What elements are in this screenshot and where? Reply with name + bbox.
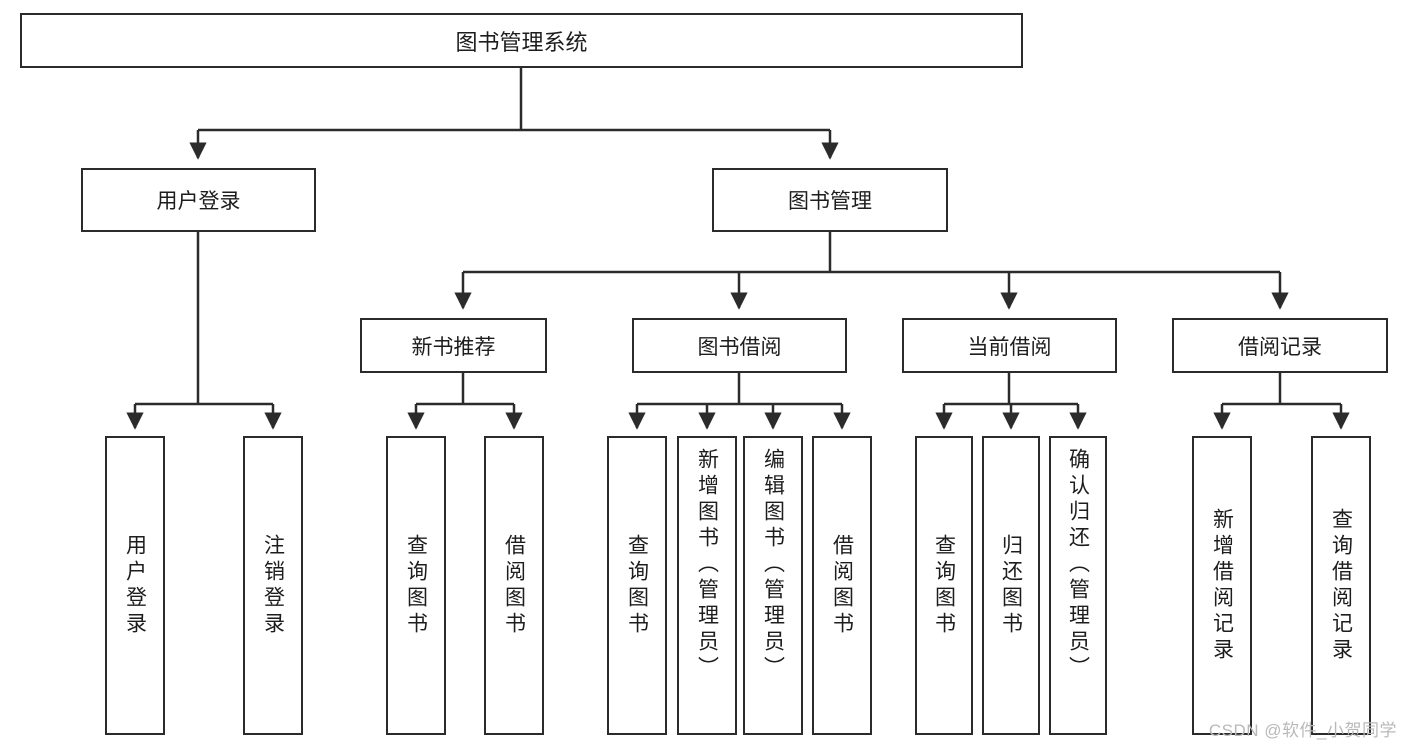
node-label: 图书管理 <box>788 190 872 213</box>
node-book-management[interactable]: 图书管理 <box>712 168 948 232</box>
node-label: 查询图书 <box>625 533 649 638</box>
node-label: 归还图书 <box>999 533 1023 638</box>
leaf-text-wrap: 查询借阅记录 <box>1329 438 1353 733</box>
leaf-node-user-logout[interactable]: 注销登录 <box>243 436 303 735</box>
leaf-text-wrap: 用户登录 <box>123 438 147 733</box>
leaf-text-wrap: 确认归还（管理员） <box>1066 438 1090 733</box>
node-root-book-management-system[interactable]: 图书管理系统 <box>20 13 1023 68</box>
leaf-text-wrap: 查询图书 <box>625 438 649 733</box>
node-current-borrowing[interactable]: 当前借阅 <box>902 318 1117 373</box>
node-label: 新书推荐 <box>411 335 496 359</box>
leaf-node-borrow-book-recommend[interactable]: 借阅图书 <box>484 436 544 735</box>
node-label: 当前借阅 <box>967 335 1052 359</box>
leaf-text-wrap: 新增图书（管理员） <box>695 438 719 733</box>
leaf-text-wrap: 查询图书 <box>404 438 428 733</box>
leaf-text-wrap: 注销登录 <box>261 438 285 733</box>
leaf-node-return-book[interactable]: 归还图书 <box>982 436 1040 735</box>
leaf-node-edit-book-admin[interactable]: 编辑图书（管理员） <box>743 436 803 735</box>
leaf-text-wrap: 归还图书 <box>999 438 1023 733</box>
node-label: 查询图书 <box>932 533 956 638</box>
leaf-text-wrap: 借阅图书 <box>502 438 526 733</box>
node-label: 借阅图书 <box>830 533 854 638</box>
leaf-text-wrap: 查询图书 <box>932 438 956 733</box>
leaf-node-confirm-return-admin[interactable]: 确认归还（管理员） <box>1049 436 1107 735</box>
node-label: 借阅记录 <box>1238 335 1322 359</box>
node-label: 用户登录 <box>123 533 147 638</box>
node-label: 查询借阅记录 <box>1329 507 1353 664</box>
node-label: 用户登录 <box>156 190 241 213</box>
node-label: 借阅图书 <box>502 533 526 638</box>
leaf-text-wrap: 借阅图书 <box>830 438 854 733</box>
leaf-text-wrap: 编辑图书（管理员） <box>761 438 785 733</box>
leaf-text-wrap: 新增借阅记录 <box>1210 438 1234 733</box>
node-user-login[interactable]: 用户登录 <box>81 168 316 232</box>
leaf-node-add-borrow-record[interactable]: 新增借阅记录 <box>1192 436 1252 735</box>
leaf-node-user-login[interactable]: 用户登录 <box>105 436 165 735</box>
leaf-node-query-borrow-record[interactable]: 查询借阅记录 <box>1311 436 1371 735</box>
node-label: 确认归还（管理员） <box>1066 448 1090 682</box>
node-label: 新增借阅记录 <box>1210 507 1234 664</box>
node-label: 图书管理系统 <box>455 29 588 55</box>
node-label: 编辑图书（管理员） <box>761 448 785 682</box>
node-borrow-records[interactable]: 借阅记录 <box>1172 318 1388 373</box>
node-label: 注销登录 <box>261 533 285 638</box>
node-label: 新增图书（管理员） <box>695 448 719 682</box>
leaf-node-query-book-borrow[interactable]: 查询图书 <box>607 436 667 735</box>
leaf-node-query-book-current[interactable]: 查询图书 <box>915 436 973 735</box>
leaf-node-borrow-book[interactable]: 借阅图书 <box>812 436 872 735</box>
node-label: 图书借阅 <box>697 335 782 359</box>
leaf-node-add-book-admin[interactable]: 新增图书（管理员） <box>677 436 737 735</box>
node-label: 查询图书 <box>404 533 428 638</box>
node-book-borrowing[interactable]: 图书借阅 <box>632 318 847 373</box>
leaf-node-query-book-recommend[interactable]: 查询图书 <box>386 436 446 735</box>
node-new-book-recommendation[interactable]: 新书推荐 <box>360 318 547 373</box>
